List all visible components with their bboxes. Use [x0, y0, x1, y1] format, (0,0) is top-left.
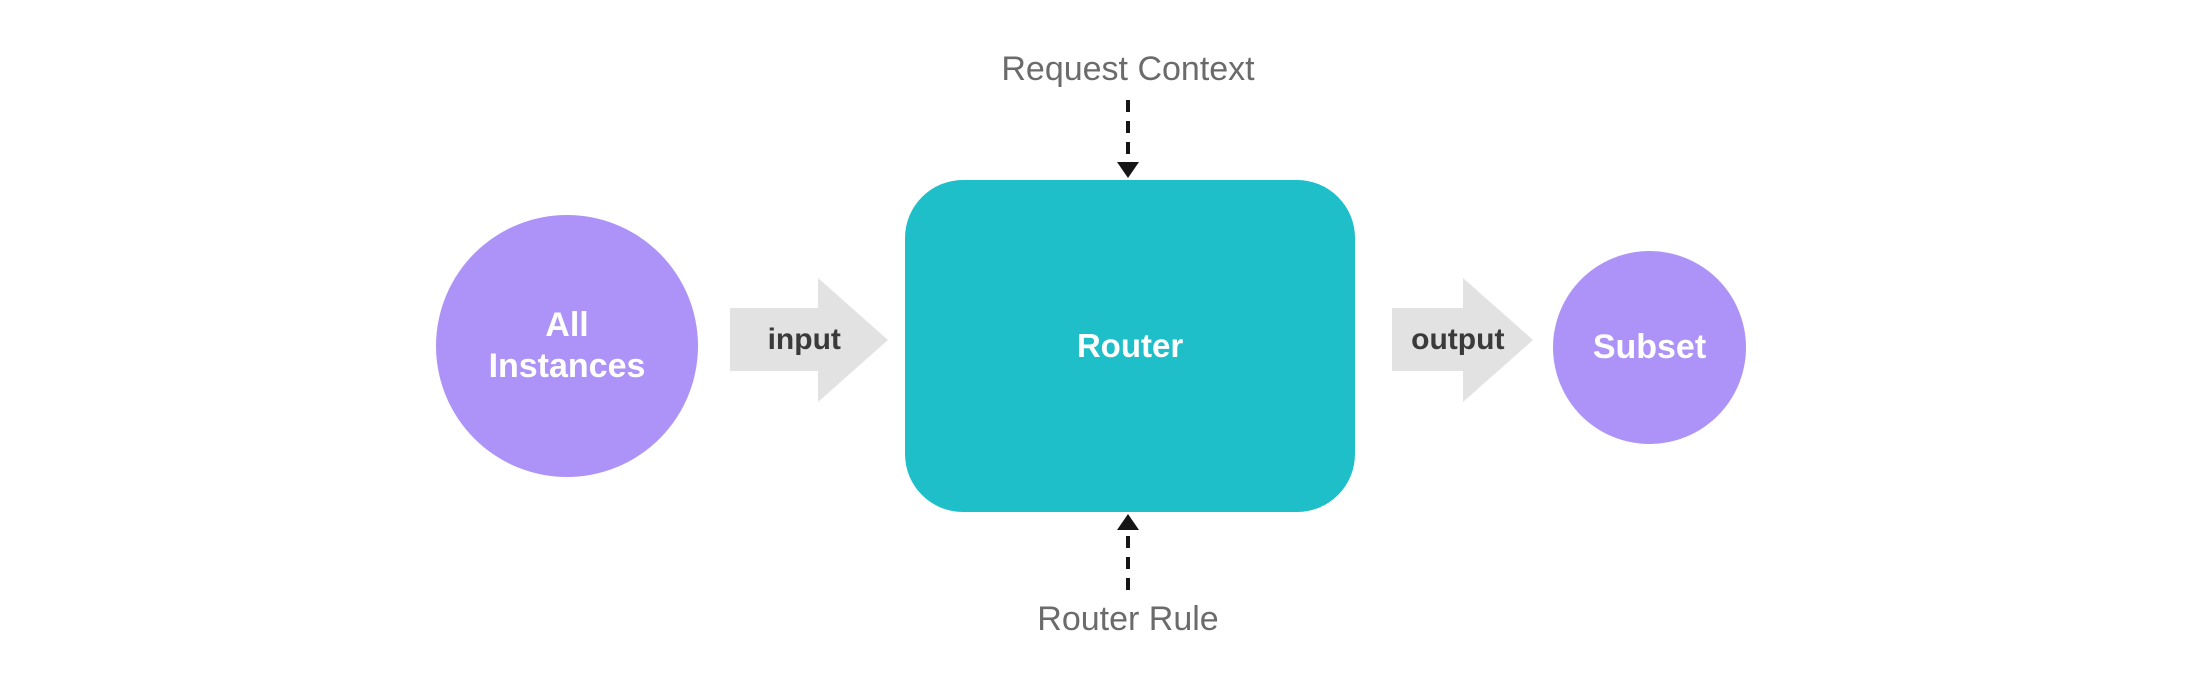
- node-subset-label: Subset: [1592, 328, 1707, 366]
- input-arrow-head-icon: [818, 278, 888, 402]
- annotation-router-rule-label: Router Rule: [1037, 600, 1219, 638]
- arrow-down-icon: [1117, 162, 1139, 178]
- node-all-instances-label: All Instances: [488, 306, 646, 385]
- node-router-label: Router: [1076, 327, 1184, 364]
- node-all-instances: All Instances: [436, 215, 698, 477]
- edge-output-label: output: [1411, 323, 1505, 356]
- edge-input-arrow: input: [730, 278, 888, 402]
- node-router: Router: [905, 180, 1355, 512]
- annotation-request-context-label: Request Context: [1001, 50, 1255, 88]
- request-context-dashed-line: [1126, 100, 1130, 160]
- edge-output-arrow: output: [1392, 278, 1533, 402]
- output-arrow-body: [1392, 308, 1463, 371]
- input-arrow-body: [730, 308, 818, 371]
- arrow-up-icon: [1117, 514, 1139, 530]
- output-arrow-head-icon: [1463, 278, 1533, 402]
- router-rule-dashed-line: [1126, 536, 1130, 596]
- edge-input-label: input: [767, 323, 841, 356]
- node-subset: Subset: [1553, 251, 1746, 444]
